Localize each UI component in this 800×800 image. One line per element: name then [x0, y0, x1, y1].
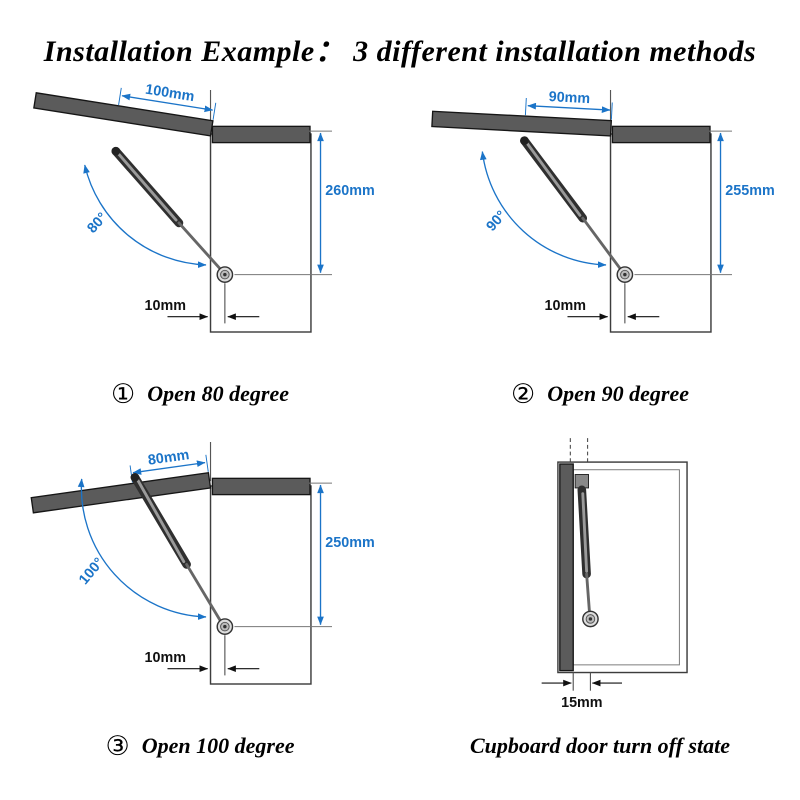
offset-label: 10mm	[145, 298, 186, 314]
caption-number: ②	[511, 378, 536, 410]
caption-open-80: ① Open 80 degree	[111, 374, 289, 414]
diagram-open-80: 100mm 80°	[0, 76, 400, 428]
door-assembly: 90mm	[431, 89, 613, 137]
caption-number: ①	[111, 378, 136, 410]
door-panel	[431, 110, 613, 137]
diagram-open-80-drawing: 100mm 80°	[33, 82, 375, 333]
offset-label: 10mm	[145, 650, 186, 666]
door-width-label: 100mm	[144, 82, 195, 106]
offset-dimension: 10mm	[145, 635, 260, 676]
door-width-dimension: 100mm	[118, 82, 217, 120]
caption-text: Open 80 degree	[147, 381, 289, 406]
caption-number: ③	[105, 730, 130, 762]
caption-text: Open 100 degree	[141, 733, 295, 758]
strut-ball-mount	[616, 266, 634, 283]
caption-text: Cupboard door turn off state	[470, 733, 730, 758]
door-width-label: 90mm	[548, 89, 590, 107]
strut-door-bracket	[520, 136, 529, 145]
diagram-closed-state: 15mm Cupboard door turn off state	[400, 428, 800, 780]
caption-closed-state: Cupboard door turn off state	[470, 726, 730, 766]
height-label: 260mm	[325, 183, 374, 199]
cabinet-body	[209, 133, 312, 333]
height-label: 250mm	[325, 535, 374, 551]
offset-dimension: 10mm	[145, 283, 260, 324]
offset-dimension: 15mm	[541, 672, 622, 711]
opening-angle-arc	[83, 164, 207, 269]
cabinet-body	[609, 133, 712, 333]
cabinet-body	[557, 461, 688, 674]
door-panel	[30, 472, 212, 514]
offset-dimension: 10mm	[545, 283, 660, 324]
diagram-grid: 100mm 80°	[0, 76, 800, 780]
cabinet-top-panel	[211, 125, 311, 144]
strut-door-bracket	[111, 146, 121, 156]
door-width-dimension: 90mm	[524, 89, 613, 120]
closed-door-panel	[559, 463, 574, 672]
height-label: 255mm	[725, 183, 774, 199]
height-dimension: 255mm	[634, 130, 775, 276]
diagram-open-90-drawing: 90mm 90°	[431, 89, 775, 333]
strut-ball-mount	[216, 266, 234, 283]
caption-open-100: ③ Open 100 degree	[106, 726, 295, 766]
door-width-dimension: 80mm	[129, 447, 209, 483]
cabinet-top-panel	[611, 125, 711, 144]
opening-angle-arc	[77, 478, 207, 621]
cabinet-top-panel	[211, 477, 311, 496]
diagram-open-100-drawing: 80mm 100°	[30, 442, 375, 685]
offset-label: 15mm	[561, 695, 602, 711]
caption-text: Open 90 degree	[547, 381, 689, 406]
door-width-label: 80mm	[147, 447, 190, 469]
caption-open-90: ② Open 90 degree	[511, 374, 689, 414]
diagram-closed-drawing: 15mm	[541, 438, 688, 711]
height-dimension: 260mm	[234, 130, 375, 276]
door-assembly: 100mm	[33, 82, 217, 137]
opening-angle-arc	[480, 151, 607, 269]
strut-door-bracket	[130, 473, 140, 482]
strut-ball-mount	[582, 610, 599, 628]
diagram-open-90: 90mm 90°	[400, 76, 800, 428]
diagram-open-100: 80mm 100°	[0, 428, 400, 780]
strut-ball-mount	[216, 618, 234, 635]
door-assembly: 80mm	[30, 447, 212, 514]
offset-label: 10mm	[545, 298, 586, 314]
gas-strut	[574, 474, 599, 628]
cabinet-body	[209, 485, 312, 685]
page-title: Installation Example： 3 different instal…	[43, 35, 757, 68]
height-dimension: 250mm	[234, 482, 375, 628]
